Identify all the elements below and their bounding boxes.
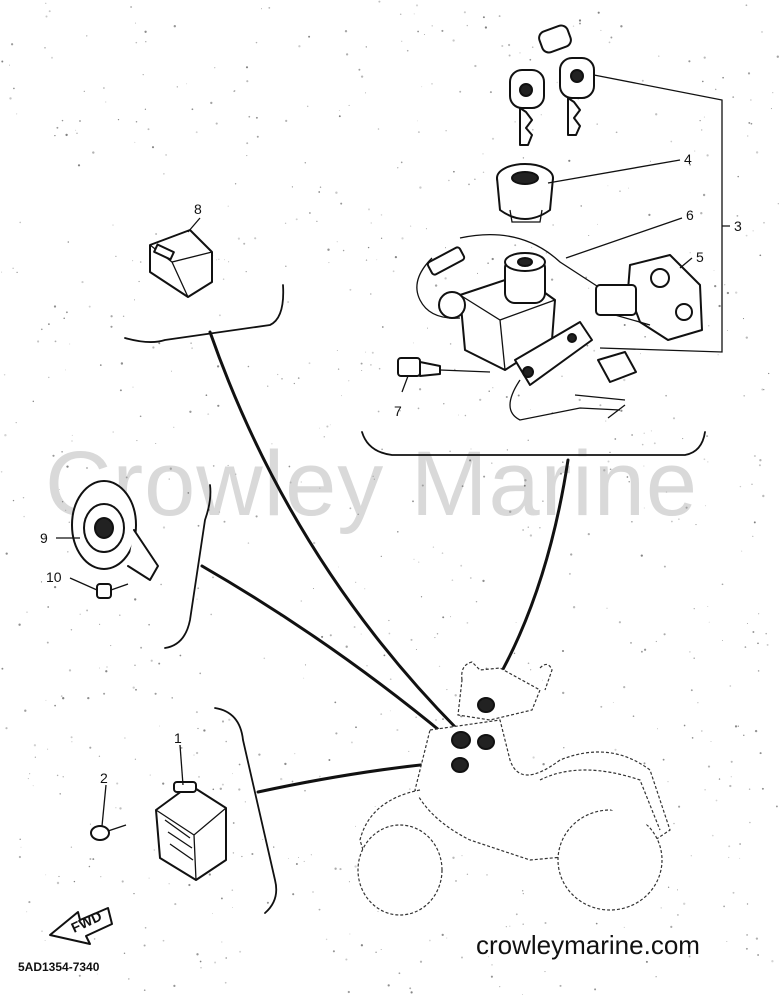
callout-2: 2 [100,770,108,786]
callout-7: 7 [394,403,402,419]
watermark-text: Crowley Marine [45,433,699,535]
group-outline-horn [164,484,212,649]
group-outline-flasher [214,707,278,914]
group-outline-main-switch [361,431,706,456]
horn-part-9 [71,480,159,581]
group-outline-relay [124,284,285,343]
callout-3: 3 [734,218,742,234]
callout-line-5 [679,257,693,269]
seat-lock-part-5 [595,254,703,341]
callout-1: 1 [174,730,182,746]
callout-10: 10 [46,569,62,585]
callout-9: 9 [40,530,48,546]
callout-6: 6 [686,207,694,223]
bolt-part-10 [96,583,129,599]
leader-relay [208,330,460,732]
key-set [509,24,595,146]
callout-line-6 [565,217,683,259]
flasher-relay-part-1 [155,781,227,881]
callout-line-3 [593,74,730,353]
leader-horn [200,564,447,737]
bolt-part-7 [397,357,491,377]
callout-line-8 [187,217,201,233]
site-url: crowleymarine.com [476,930,700,960]
relay-part-8 [149,229,213,298]
cap-part-4 [496,163,554,223]
main-switch-assembly [416,233,637,421]
callout-line-2 [101,784,107,827]
callout-5: 5 [696,249,704,265]
callout-line-1 [179,744,184,786]
callout-line-10 [69,577,98,591]
callout-line-4 [547,159,681,184]
callout-4: 4 [684,151,692,167]
forward-arrow-icon: FWD [49,907,113,945]
callout-line-7 [401,375,409,393]
callout-8: 8 [194,201,202,217]
drawing-code: 5AD1354-7340 [18,960,100,974]
scooter-outline [357,661,671,916]
screw-part-2 [90,824,127,841]
